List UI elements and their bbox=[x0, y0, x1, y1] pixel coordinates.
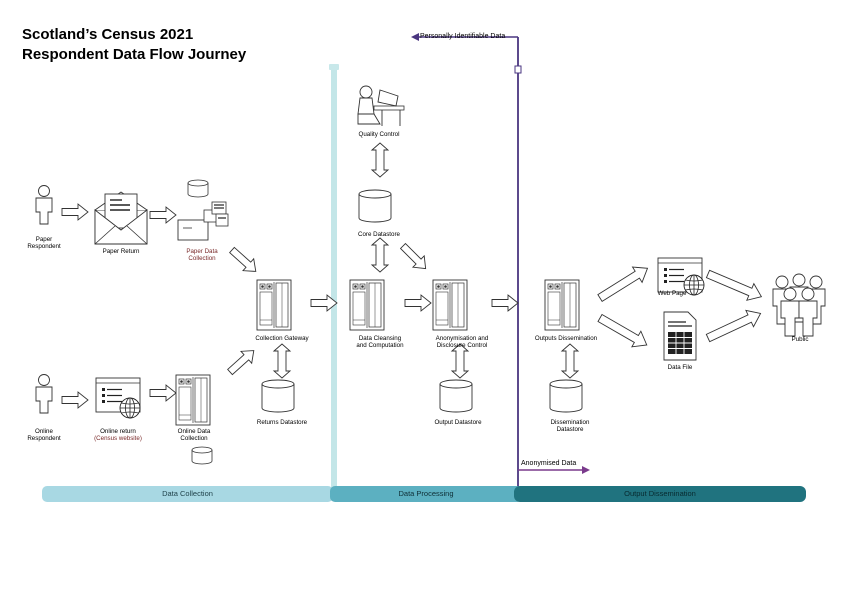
phase-collection-label: Data Collection bbox=[162, 489, 213, 498]
arrow-icon bbox=[404, 294, 432, 312]
data-file-label: Data File bbox=[667, 364, 693, 371]
arrow-icon bbox=[149, 206, 177, 224]
paper-respondent-label: Paper Respondent bbox=[27, 236, 61, 251]
diagram-title-line2: Respondent Data Flow Journey bbox=[22, 46, 247, 63]
anonymised-flow-label: Anonymised Data bbox=[521, 460, 577, 467]
returns-datastore-icon bbox=[261, 379, 295, 413]
outputs-dissemination-label: Outputs Dissemination bbox=[534, 335, 598, 342]
paper-data-collection-text: Paper Data Collection bbox=[186, 248, 218, 263]
arrow-icon bbox=[61, 391, 89, 409]
dissemination-datastore-icon bbox=[549, 379, 583, 413]
divider-cap bbox=[329, 64, 339, 70]
output-datastore-label: Output Datastore bbox=[434, 419, 482, 426]
double-arrow-icon bbox=[273, 343, 291, 379]
paper-data-collection-label: Paper Data Collection bbox=[174, 248, 230, 262]
arrow-icon bbox=[149, 384, 177, 402]
double-arrow-icon bbox=[371, 142, 389, 178]
paper-datastore-icon bbox=[187, 179, 209, 198]
data-cleansing-label: Data Cleansing and Computation bbox=[356, 335, 404, 350]
arrow-icon bbox=[399, 242, 427, 270]
divider-collection-processing bbox=[331, 67, 337, 497]
online-datastore-icon bbox=[191, 446, 213, 465]
online-return-label: Online return bbox=[100, 428, 136, 435]
globe-icon bbox=[119, 397, 141, 419]
arrow-icon bbox=[597, 313, 648, 348]
data-cleansing-server-icon bbox=[349, 279, 385, 331]
anonymisation-label: Anonymisation and Disclosure Control bbox=[435, 335, 489, 350]
collection-gateway-label: Collection Gateway bbox=[255, 335, 309, 342]
phase-processing-label: Data Processing bbox=[398, 489, 454, 498]
arrow-icon bbox=[61, 203, 89, 221]
phase-collection-bar bbox=[42, 486, 333, 502]
arrow-icon bbox=[227, 350, 255, 376]
online-return-subtext: (Census website) bbox=[94, 435, 142, 442]
online-data-collection-label: Online Data Collection bbox=[177, 428, 211, 443]
diagram-title-line1: Scotland’s Census 2021 bbox=[22, 26, 194, 43]
web-page-label: Web Page bbox=[657, 290, 687, 297]
online-return-sublabel: (Census website) bbox=[88, 435, 148, 442]
arrow-icon bbox=[705, 269, 763, 301]
quality-control-label: Quality Control bbox=[358, 131, 400, 138]
double-arrow-icon bbox=[371, 237, 389, 273]
quality-control-icon bbox=[357, 85, 405, 126]
online-server-icon bbox=[175, 374, 211, 426]
pii-boundary bbox=[411, 33, 590, 490]
arrow-icon bbox=[491, 294, 519, 312]
online-respondent-label: Online Respondent bbox=[27, 428, 61, 443]
collection-gateway-icon bbox=[256, 279, 292, 331]
arrow-icon bbox=[705, 309, 762, 343]
pii-flow-label: Personally Identifiable Data bbox=[420, 33, 506, 40]
scanner-icon bbox=[177, 201, 229, 241]
phase-bar bbox=[42, 486, 806, 502]
public-label: Public bbox=[791, 336, 809, 343]
core-datastore-icon bbox=[358, 189, 392, 223]
phase-dissemination-label: Output Dissemination bbox=[624, 489, 696, 498]
returns-datastore-label: Returns Datastore bbox=[256, 419, 308, 426]
phase-processing-bar bbox=[330, 486, 522, 502]
public-group-icon bbox=[772, 273, 826, 337]
paper-return-label: Paper Return bbox=[102, 248, 140, 255]
data-file-icon bbox=[663, 311, 697, 361]
online-respondent-icon bbox=[35, 374, 53, 414]
double-arrow-icon bbox=[561, 343, 579, 379]
phase-dissemination-bar bbox=[514, 486, 806, 502]
paper-respondent-icon bbox=[35, 185, 53, 225]
anonymisation-server-icon bbox=[432, 279, 468, 331]
envelope-icon bbox=[94, 191, 148, 245]
output-datastore-icon bbox=[439, 379, 473, 413]
outputs-dissemination-server-icon bbox=[544, 279, 580, 331]
dissemination-datastore-label: Dissemination Datastore bbox=[550, 419, 590, 434]
arrow-icon bbox=[597, 266, 649, 303]
core-datastore-label: Core Datastore bbox=[358, 231, 400, 238]
arrow-icon bbox=[229, 246, 257, 272]
